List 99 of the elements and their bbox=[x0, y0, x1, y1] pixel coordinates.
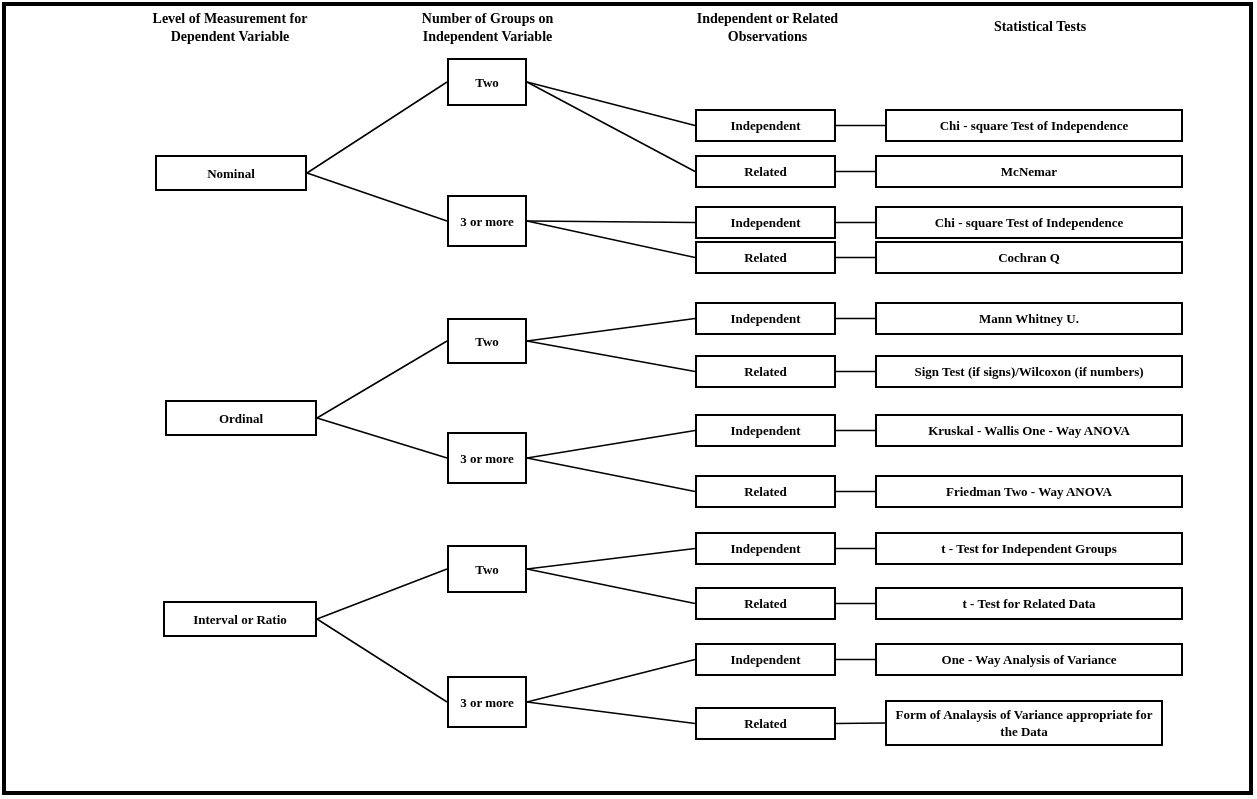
category-box bbox=[695, 206, 836, 239]
category-box bbox=[447, 58, 527, 106]
box-label: Chi - square Test of Independence bbox=[934, 214, 1124, 231]
connector-line bbox=[526, 568, 696, 605]
box-label: 3 or more bbox=[460, 212, 514, 230]
box-label: t - Test for Related Data bbox=[962, 595, 1096, 612]
connector-line bbox=[835, 722, 886, 725]
category-box bbox=[447, 676, 527, 728]
category-box bbox=[695, 355, 836, 388]
category-box bbox=[695, 532, 836, 565]
box-label: McNemar bbox=[1000, 163, 1058, 180]
connector-line bbox=[835, 221, 876, 224]
category-box bbox=[695, 302, 836, 335]
connector-line bbox=[316, 340, 448, 419]
box-label: Independent bbox=[730, 422, 801, 439]
category-box bbox=[695, 241, 836, 274]
box-label: Independent bbox=[730, 310, 801, 327]
category-box bbox=[875, 355, 1183, 388]
connector-line bbox=[835, 317, 876, 320]
category-box bbox=[875, 241, 1183, 274]
box-label: Nominal bbox=[207, 164, 255, 182]
box-label: Related bbox=[744, 363, 787, 380]
category-box bbox=[155, 155, 307, 191]
category-box bbox=[695, 707, 836, 740]
box-label: Independent bbox=[730, 214, 801, 231]
box-label: Independent bbox=[730, 540, 801, 557]
box-label: 3 or more bbox=[460, 693, 514, 711]
box-label: Related bbox=[744, 595, 787, 612]
category-box bbox=[875, 532, 1183, 565]
box-label: 3 or more bbox=[460, 449, 514, 467]
column-heading: Level of Measurement for Dependent Variable bbox=[151, 10, 309, 46]
category-box bbox=[695, 587, 836, 620]
connector-line bbox=[526, 220, 696, 224]
category-box bbox=[875, 643, 1183, 676]
connector-line bbox=[526, 457, 696, 493]
connector-line bbox=[526, 547, 696, 570]
connector-line bbox=[835, 658, 876, 661]
connector-line bbox=[835, 602, 876, 605]
category-box bbox=[695, 155, 836, 188]
box-label: Independent bbox=[730, 117, 801, 134]
category-box bbox=[165, 400, 317, 436]
category-box bbox=[885, 700, 1163, 746]
box-label: Cochran Q bbox=[998, 249, 1060, 266]
category-box bbox=[875, 155, 1183, 188]
connector-line bbox=[526, 701, 696, 725]
connector-line bbox=[526, 81, 696, 173]
connector-line bbox=[526, 658, 696, 703]
connector-line bbox=[835, 429, 876, 432]
box-label: t - Test for Independent Groups bbox=[941, 540, 1117, 557]
connector-line bbox=[316, 618, 448, 703]
category-box bbox=[695, 109, 836, 142]
box-label: One - Way Analysis of Variance bbox=[941, 651, 1117, 668]
connector-line bbox=[835, 490, 876, 493]
box-label: Related bbox=[744, 483, 787, 500]
column-heading: Number of Groups on Independent Variable bbox=[420, 10, 555, 46]
box-label: Mann Whitney U. bbox=[979, 310, 1079, 327]
box-label: Related bbox=[744, 249, 787, 266]
connector-line bbox=[316, 568, 448, 620]
box-label: Two bbox=[475, 560, 499, 578]
connector-line bbox=[835, 124, 886, 127]
connector-line bbox=[526, 340, 696, 373]
box-label: Ordinal bbox=[218, 409, 264, 427]
category-box bbox=[447, 318, 527, 364]
connector-line bbox=[835, 370, 876, 373]
category-box bbox=[875, 475, 1183, 508]
connector-line bbox=[835, 170, 876, 173]
category-box bbox=[695, 643, 836, 676]
box-label: Independent bbox=[730, 651, 801, 668]
category-box bbox=[875, 414, 1183, 447]
box-label: Related bbox=[744, 163, 787, 180]
category-box bbox=[447, 432, 527, 484]
box-label: Two bbox=[475, 332, 499, 350]
column-heading: Independent or Related Observations bbox=[695, 10, 840, 46]
box-label: Interval or Ratio bbox=[193, 610, 287, 628]
connector-line bbox=[526, 429, 696, 459]
box-label: Sign Test (if signs)/Wilcoxon (if numbers) bbox=[914, 363, 1144, 380]
category-box bbox=[875, 302, 1183, 335]
column-heading: Statistical Tests bbox=[993, 18, 1087, 36]
box-label: Kruskal - Wallis One - Way ANOVA bbox=[928, 422, 1130, 439]
connector-line bbox=[835, 256, 876, 259]
box-label: Friedman Two - Way ANOVA bbox=[946, 483, 1112, 500]
connector-line bbox=[306, 172, 448, 222]
category-box bbox=[163, 601, 317, 637]
category-box bbox=[447, 195, 527, 247]
connector-line bbox=[835, 547, 876, 550]
category-box bbox=[447, 545, 527, 593]
category-box bbox=[875, 206, 1183, 239]
connector-line bbox=[306, 81, 448, 174]
box-label: Two bbox=[475, 73, 499, 91]
connector-line bbox=[316, 417, 448, 459]
box-label: Form of Analaysis of Variance appropriate for the Data bbox=[894, 706, 1154, 740]
box-label: Chi - square Test of Independence bbox=[939, 117, 1129, 134]
category-box bbox=[885, 109, 1183, 142]
category-box bbox=[695, 414, 836, 447]
category-box bbox=[875, 587, 1183, 620]
connector-line bbox=[526, 220, 696, 259]
category-box bbox=[695, 475, 836, 508]
box-label: Related bbox=[744, 715, 787, 732]
connector-line bbox=[526, 317, 696, 342]
